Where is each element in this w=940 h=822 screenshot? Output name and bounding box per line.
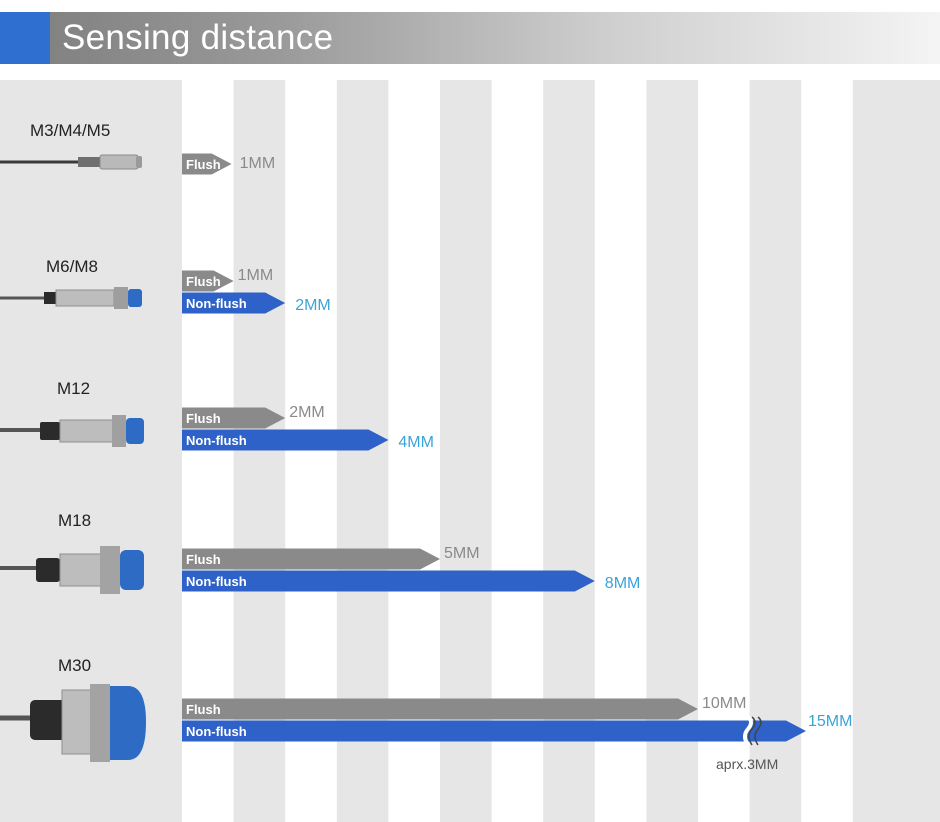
sensor-label-m3-m4-m5: M3/M4/M5 [30, 121, 111, 140]
bar-flush-m6-m8-label: Flush [186, 274, 221, 289]
grid-stripe [182, 80, 234, 822]
grid-stripe [801, 80, 853, 822]
bar-nonflush-m6-m8 [182, 292, 286, 314]
bar-flush-m3-m4-m5 [182, 153, 232, 175]
sensor-m3-image [0, 154, 142, 170]
grid-stripe [388, 80, 440, 822]
bar-nonflush-m6-m8-label: Non-flush [186, 296, 247, 311]
grid-stripe [285, 80, 337, 822]
page-title: Sensing distance [62, 18, 334, 57]
bar-nonflush-m30 [182, 720, 806, 742]
sensing-distance-chart: Flush 1MM Flush 1MM Non-flush 2MM Flush 2MM Non-… [182, 80, 853, 822]
bar-flush-m3-m4-m5-label: Flush [186, 157, 221, 172]
annotation-aprx: aprx.3MM [716, 756, 778, 772]
sensor-label-m30: M30 [58, 656, 92, 675]
value-label-nonflush-m18: 8MM [605, 575, 641, 592]
bar-nonflush-m12-label: Non-flush [186, 433, 247, 448]
value-label-flush-m3-m4-m5: 1MM [240, 155, 276, 172]
value-label-flush-m18: 5MM [444, 545, 480, 562]
bar-nonflush-m30-label: Non-flush [186, 724, 247, 739]
sensor-label-m18: M18 [58, 511, 92, 530]
value-label-nonflush-m6-m8: 2MM [295, 297, 331, 314]
grid-stripe [698, 80, 750, 822]
bar-flush-m6-m8 [182, 270, 234, 292]
bar-flush-m12 [182, 407, 286, 429]
axis-break-mark [754, 716, 762, 746]
sensor-m30-image [0, 684, 146, 762]
header-bar: Sensing distance [0, 12, 940, 64]
chart-area: Flush 1MM Flush 1MM Non-flush 2MM Flush 2MM Non-… [0, 80, 940, 822]
bar-nonflush-m18-label: Non-flush [186, 574, 247, 589]
value-label-flush-m12: 2MM [289, 404, 325, 421]
bar-flush-m18-label: Flush [186, 552, 221, 567]
axis-break-gap [743, 715, 753, 747]
bar-flush-m30 [182, 698, 698, 720]
sensor-m8-image [0, 287, 142, 309]
value-label-nonflush-m12: 4MM [398, 434, 434, 451]
bar-nonflush-m18 [182, 570, 595, 592]
grid-stripe [594, 80, 647, 822]
header-accent [0, 12, 50, 64]
value-label-flush-m6-m8: 1MM [238, 267, 274, 284]
sensor-m18-image [0, 546, 144, 594]
bar-flush-m18 [182, 548, 440, 570]
bar-nonflush-m12 [182, 429, 389, 451]
sensor-m12-image [0, 415, 144, 447]
value-label-nonflush-m30: 15MM [808, 713, 852, 730]
value-label-flush-m30: 10MM [702, 695, 746, 712]
axis-break-mark [748, 716, 756, 746]
grid-stripe [491, 80, 544, 822]
sensor-label-m12: M12 [57, 379, 91, 398]
bar-flush-m30-label: Flush [186, 702, 221, 717]
bar-flush-m12-label: Flush [186, 411, 221, 426]
sensor-label-m6-m8: M6/M8 [46, 257, 98, 276]
